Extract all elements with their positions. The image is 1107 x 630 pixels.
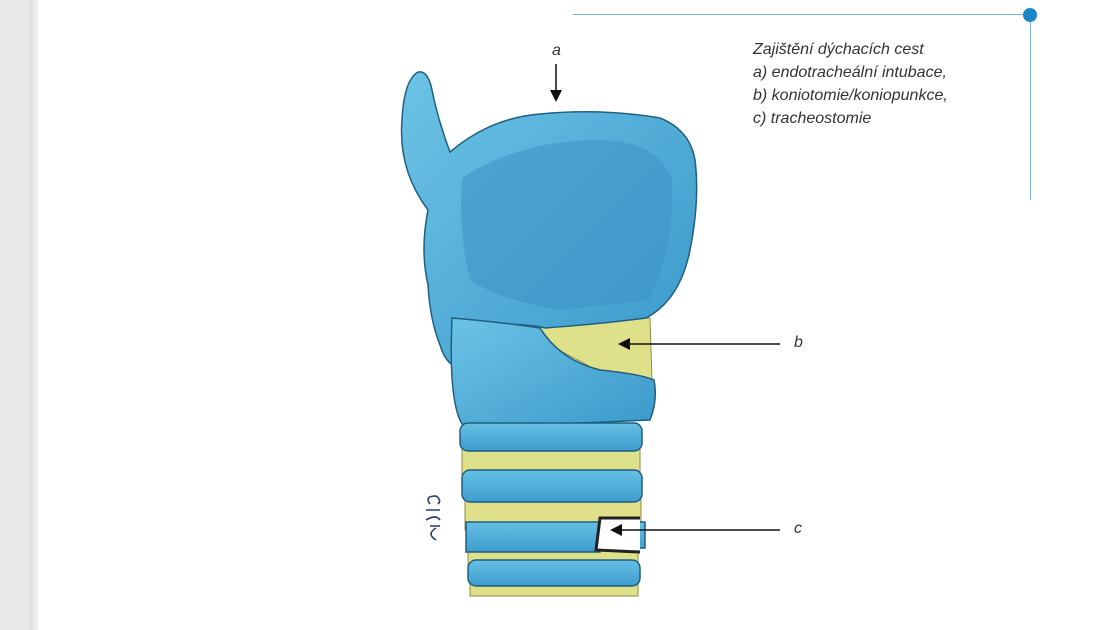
label-b: b xyxy=(794,334,803,352)
tracheal-ring-1 xyxy=(460,423,642,451)
tracheostomy-opening xyxy=(596,518,640,552)
illustrator-signature xyxy=(426,496,440,540)
tracheal-ring-4 xyxy=(468,560,640,586)
thyroid-lamina-shading xyxy=(461,140,673,310)
label-c: c xyxy=(794,520,802,538)
tracheal-ring-2 xyxy=(462,470,642,502)
arrow-a xyxy=(550,64,562,102)
label-a: a xyxy=(552,42,561,60)
